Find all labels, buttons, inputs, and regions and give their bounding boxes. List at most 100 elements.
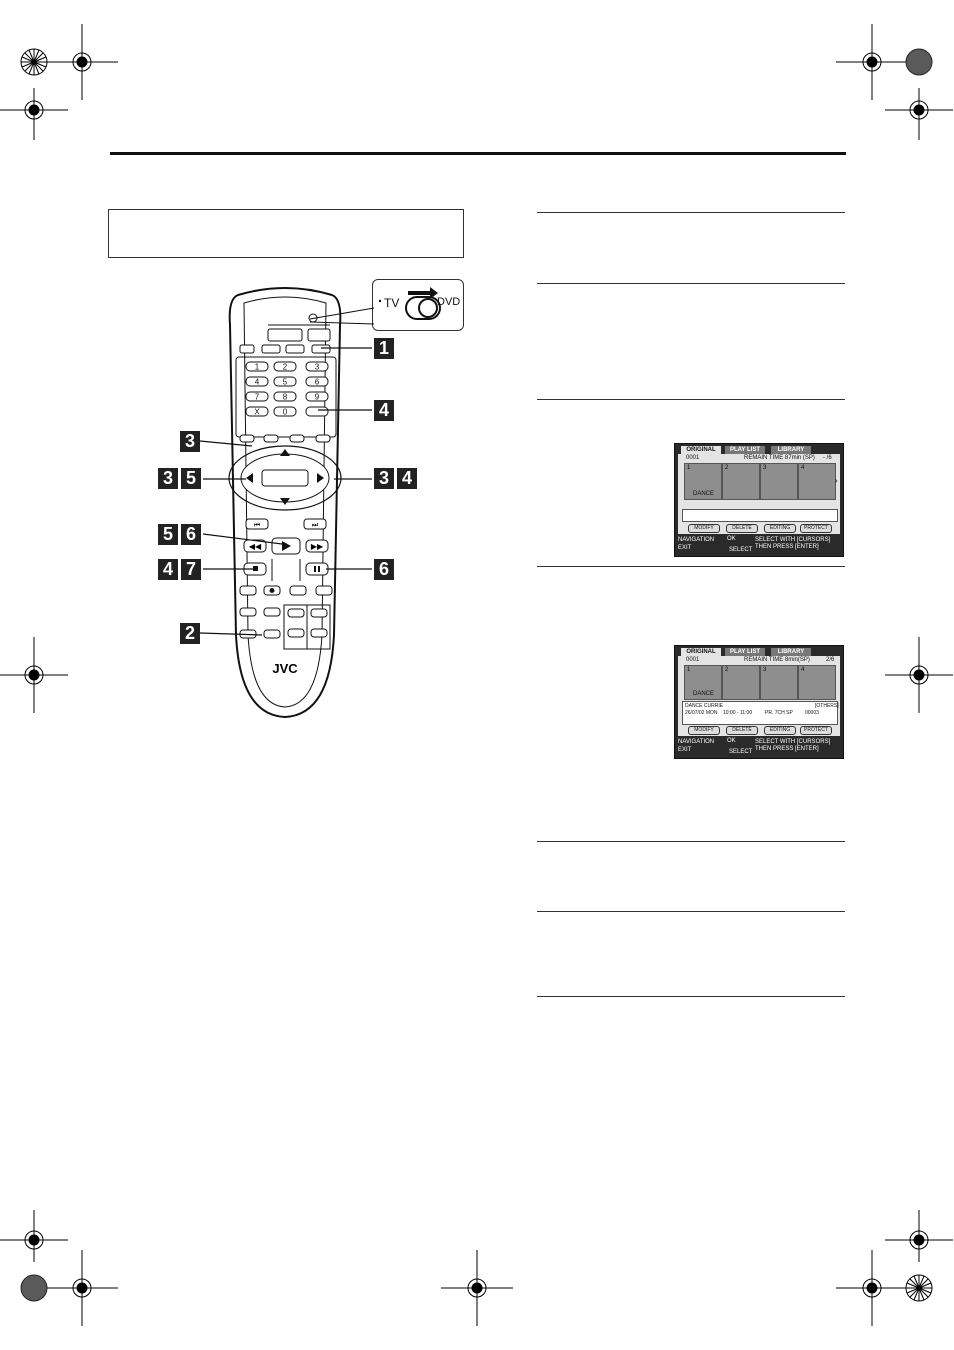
crosshair-top-right xyxy=(836,24,908,100)
crosshair-right-upper xyxy=(885,88,953,140)
screen1-protect-button[interactable]: PROTECT xyxy=(800,524,832,533)
screen1-instruction-2: THEN PRESS [ENTER] xyxy=(755,544,819,550)
tv-dvd-switch-graphic xyxy=(378,287,441,320)
numpad-key-8: 8 xyxy=(283,393,288,402)
header-rule xyxy=(110,152,846,155)
step-rule-3 xyxy=(537,399,845,400)
screen2-disc: 0001 xyxy=(686,657,700,663)
screen1-select-label: SELECT xyxy=(729,547,753,553)
step-rule-7 xyxy=(537,996,845,997)
screen2-instruction-2: THEN PRESS [ENTER] xyxy=(755,746,819,752)
screen2-exit-label: EXIT xyxy=(678,747,692,753)
svg-text:▶▶: ▶▶ xyxy=(311,542,324,551)
step-rule-6 xyxy=(537,911,845,912)
svg-text:◀◀: ◀◀ xyxy=(249,542,262,551)
screen1-tab-library: LIBRARY xyxy=(771,446,811,454)
screen2-info-title: DANCE CURRIE xyxy=(685,703,724,709)
svg-text:⏮: ⏮ xyxy=(254,522,260,529)
gray-disk-bottom-left xyxy=(20,1274,48,1302)
callout-7-stop: 7 xyxy=(181,559,201,580)
screen2-tab-library: LIBRARY xyxy=(771,648,811,656)
callout-5-play: 5 xyxy=(158,524,178,545)
callout-4: 4 xyxy=(374,400,394,421)
screen2-info-number: 00003 xyxy=(805,710,819,716)
callout-2: 2 xyxy=(180,623,200,644)
callout-6-pause: 6 xyxy=(374,559,394,580)
numpad-key-0: 0 xyxy=(283,408,288,417)
numpad-key-7: 7 xyxy=(255,393,260,402)
starburst-top-left xyxy=(20,48,48,76)
screen2-tab-playlist: PLAY LIST xyxy=(725,648,765,656)
screen1-tab-playlist: PLAY LIST xyxy=(725,446,765,454)
screen2-modify-button[interactable]: MODIFY xyxy=(688,726,720,735)
step-rule-5 xyxy=(537,841,845,842)
screen2-tab-original: ORIGINAL xyxy=(681,648,721,656)
screen1-thumb-4: 4 xyxy=(798,463,836,500)
numpad-key-x: X xyxy=(254,408,260,417)
callout-1: 1 xyxy=(374,338,394,359)
callout-3-right: 3 xyxy=(374,468,394,489)
screen2-page: 2/6 xyxy=(826,657,835,663)
screen1-ok-label: OK xyxy=(727,536,736,542)
crosshair-left-mid xyxy=(0,637,68,713)
remote-control-illustration: 1 2 3 4 5 6 7 8 9 X 0 ⏮ ⏭ ◀◀ ▶▶ xyxy=(228,287,342,719)
screen1-delete-button[interactable]: DELETE xyxy=(726,524,758,533)
crosshair-left-lower xyxy=(0,1210,68,1262)
numpad-key-4: 4 xyxy=(255,378,260,387)
screen2-info-date: 26/07/02 MON xyxy=(685,710,718,716)
crosshair-bottom-right xyxy=(836,1250,908,1326)
screen1-page: - /6 xyxy=(823,455,832,461)
numpad-key-1: 1 xyxy=(255,363,260,372)
screen2-thumb-4: 4 xyxy=(798,665,836,700)
screen2-instruction-1: SELECT WITH [CURSORS] xyxy=(755,739,831,745)
screen1-editing-button[interactable]: EDITING xyxy=(764,524,796,533)
starburst-bottom-right xyxy=(905,1274,933,1302)
switch-pointer-lines xyxy=(309,307,375,325)
screen2-protect-button[interactable]: PROTECT xyxy=(800,726,832,735)
screen1-instruction-1: SELECT WITH [CURSORS] xyxy=(755,537,831,543)
screen1-exit-label: EXIT xyxy=(678,545,692,551)
crosshair-left-upper xyxy=(0,88,68,140)
screen1-modify-button[interactable]: MODIFY xyxy=(688,524,720,533)
numpad-key-5: 5 xyxy=(283,378,288,387)
gray-disk-top-right xyxy=(905,48,933,76)
callout-4-right: 4 xyxy=(397,468,417,489)
screen2-remain: REMAIN TIME 8min(SP) xyxy=(744,657,810,663)
switch-label-tv: TV xyxy=(384,296,400,310)
osd-screen-1: ORIGINAL PLAY LIST LIBRARY 0001 REMAIN T… xyxy=(674,443,844,557)
title-box xyxy=(108,209,464,258)
screen2-editing-button[interactable]: EDITING xyxy=(764,726,796,735)
numpad-key-6: 6 xyxy=(315,378,320,387)
screen2-nav-label: NAVIGATION xyxy=(678,739,715,745)
callout-5-left: 5 xyxy=(181,468,201,489)
screen1-nav-label: NAVIGATION xyxy=(678,537,715,543)
step-rule-1 xyxy=(537,212,845,213)
screen2-info-box: DANCE CURRIE 26/07/02 MON 10:00 - 11:00 … xyxy=(682,701,839,725)
screen1-thumb-3: 3 xyxy=(760,463,798,500)
screen1-disc: 0001 xyxy=(686,455,700,461)
crosshair-bottom-center xyxy=(441,1250,513,1326)
step-rule-4 xyxy=(537,566,845,567)
screen1-next-arrow-icon: › xyxy=(835,476,838,485)
screen2-ok-label: OK xyxy=(727,738,736,744)
screen2-info-channel: PR. 7CH SP xyxy=(765,710,793,716)
numpad-key-3: 3 xyxy=(315,363,320,372)
screen1-thumb-2: 2 xyxy=(722,463,760,500)
screen2-delete-button[interactable]: DELETE xyxy=(726,726,758,735)
screen1-info-bar xyxy=(682,509,838,522)
crosshair-right-mid xyxy=(885,637,953,713)
screen2-info-others: [OTHERS] xyxy=(815,703,839,709)
screen2-select-label: SELECT xyxy=(729,749,753,755)
crosshair-top-left xyxy=(46,24,118,100)
screen2-thumb1-label: DANCE xyxy=(693,691,715,697)
screen1-remain: REMAIN TIME 87min (SP) xyxy=(744,455,815,461)
numpad-key-2: 2 xyxy=(283,363,288,372)
screen1-tab-original: ORIGINAL xyxy=(681,446,721,454)
callout-4-stop: 4 xyxy=(158,559,178,580)
callout-3: 3 xyxy=(180,431,200,452)
